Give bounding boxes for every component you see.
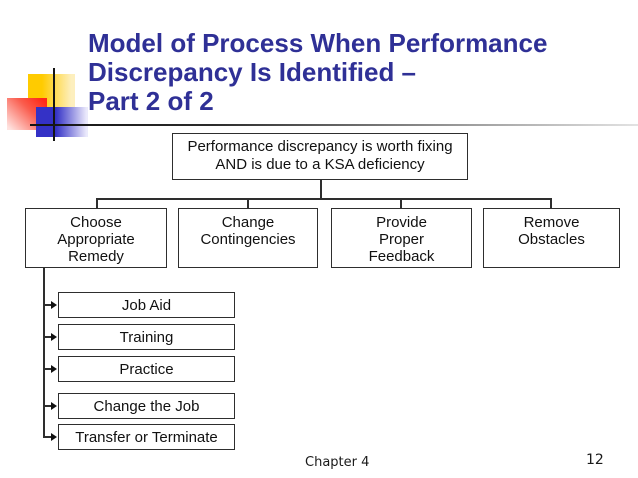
arrow-right-icon bbox=[51, 402, 57, 410]
arrow-line bbox=[43, 405, 53, 407]
accent-vertical-line bbox=[53, 68, 55, 141]
title-divider-line bbox=[30, 124, 638, 126]
remedy-box-job-aid: Job Aid bbox=[58, 292, 235, 318]
slide-title-line-2: Discrepancy Is Identified – bbox=[88, 57, 417, 87]
arrow-line bbox=[43, 436, 53, 438]
remedy-box-practice: Practice bbox=[58, 356, 235, 382]
slide-title-line-1: Model of Process When Performance bbox=[88, 28, 548, 58]
connector-distribution-line bbox=[96, 198, 552, 200]
remedy-box-change-the-job: Change the Job bbox=[58, 393, 235, 419]
arrow-line bbox=[43, 368, 53, 370]
top-condition-box: Performance discrepancy is worth fixing … bbox=[172, 133, 468, 180]
branch-box-change-contingencies: Change Contingencies bbox=[178, 208, 318, 268]
arrow-right-icon bbox=[51, 301, 57, 309]
connector-branch-stub-4 bbox=[550, 198, 552, 209]
connector-branch-stub-1 bbox=[96, 198, 98, 209]
arrow-line bbox=[43, 304, 53, 306]
slide-title: Model of Process When Performance Discre… bbox=[88, 29, 628, 116]
connector-top-stub bbox=[320, 180, 322, 199]
arrow-right-icon bbox=[51, 365, 57, 373]
branch-box-provide-proper-feedback: Provide Proper Feedback bbox=[331, 208, 472, 268]
connector-branch-stub-3 bbox=[400, 198, 402, 209]
remedy-spine-line bbox=[43, 268, 45, 438]
connector-branch-stub-2 bbox=[247, 198, 249, 209]
branch-box-remove-obstacles: Remove Obstacles bbox=[483, 208, 620, 268]
arrow-right-icon bbox=[51, 433, 57, 441]
arrow-line bbox=[43, 336, 53, 338]
slide-title-line-3: Part 2 of 2 bbox=[88, 86, 214, 116]
footer-page-number: 12 bbox=[586, 452, 604, 468]
footer-chapter-label: Chapter 4 bbox=[305, 455, 370, 470]
arrow-right-icon bbox=[51, 333, 57, 341]
remedy-box-training: Training bbox=[58, 324, 235, 350]
accent-square-blue bbox=[36, 107, 88, 137]
remedy-box-transfer-or-terminate: Transfer or Terminate bbox=[58, 424, 235, 450]
branch-box-choose-appropriate-remedy: Choose Appropriate Remedy bbox=[25, 208, 167, 268]
